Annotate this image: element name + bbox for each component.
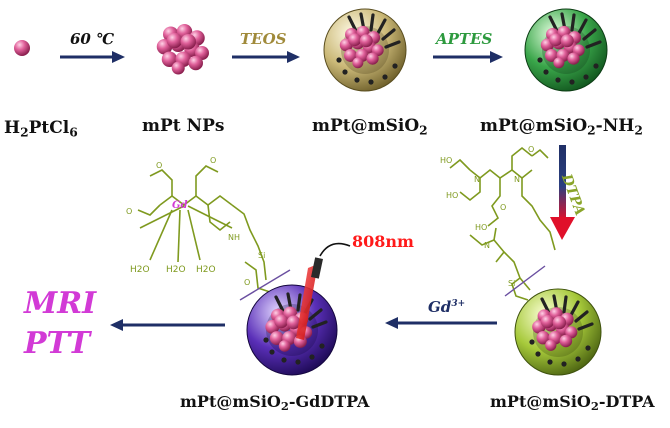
arrow-applications [110, 319, 225, 331]
label-mpt-msio2-gddtpa: mPt@mSiO2-GdDTPA [180, 392, 370, 414]
svg-text:N: N [514, 175, 520, 184]
label-h2ptcl6: H2PtCl6 [4, 118, 78, 140]
mpt-msio2-particle [323, 8, 407, 92]
h2ptcl6-particle [14, 40, 30, 56]
svg-text:Si: Si [508, 279, 515, 288]
mpt-msio2-dtpa-particle [514, 288, 602, 376]
svg-text:O: O [528, 145, 534, 154]
svg-text:O: O [156, 161, 162, 170]
label-mpt-msio2-nh2: mPt@mSiO2-NH2 [480, 116, 643, 138]
dtpa-ligand-atoms: HO HO O N N HO O N Si [440, 145, 534, 288]
svg-text:HO: HO [440, 156, 452, 165]
svg-text:O: O [244, 278, 250, 287]
svg-text:O: O [500, 203, 506, 212]
gd-ion-symbol: Gd [428, 298, 452, 316]
arrow-aptes [433, 51, 503, 63]
mpt-nanoparticle [156, 24, 209, 75]
svg-text:Si: Si [258, 251, 265, 260]
application-mri: MRI [24, 286, 97, 321]
arrow-dtpa [550, 145, 575, 240]
water-ligand-1: H2O [130, 265, 150, 275]
svg-text:NH: NH [228, 233, 240, 242]
svg-text:N: N [484, 241, 490, 250]
label-mpt-nps: mPt NPs [142, 116, 225, 136]
arrow-teos [232, 51, 300, 63]
water-ligand-2: H2O [166, 265, 186, 275]
svg-text:HO: HO [475, 223, 487, 232]
svg-text:O: O [210, 156, 216, 165]
mpt-msio2-gddtpa-particle [246, 284, 338, 376]
arrow-label-heat: 60 ℃ [70, 30, 115, 48]
arrow-gd [385, 317, 497, 329]
application-ptt: PTT [24, 326, 91, 361]
arrow-label-gd: Gd3+ [428, 298, 465, 316]
gd-ion-charge: 3+ [451, 299, 466, 309]
svg-text:O: O [126, 207, 132, 216]
water-ligand-3: H2O [196, 265, 216, 275]
gd-complex-atoms: O O O NH Si O [126, 156, 265, 287]
gd-dtpa-structure [137, 165, 291, 301]
dtpa-ligand-structure [449, 146, 556, 301]
mpt-msio2-nh2-particle [524, 8, 608, 92]
label-mpt-msio2-dtpa: mPt@mSiO2-DTPA [490, 392, 655, 414]
arrow-heat [60, 51, 125, 63]
svg-text:N: N [474, 175, 480, 184]
laser-wavelength-label: 808nm [352, 232, 414, 251]
arrow-label-teos: TEOS [240, 30, 287, 48]
label-mpt-msio2: mPt@mSiO2 [312, 116, 428, 138]
svg-text:HO: HO [446, 191, 458, 200]
gd-atom-label: Gd [172, 200, 188, 211]
laser-beam [296, 242, 351, 340]
arrow-label-aptes: APTES [436, 30, 493, 48]
